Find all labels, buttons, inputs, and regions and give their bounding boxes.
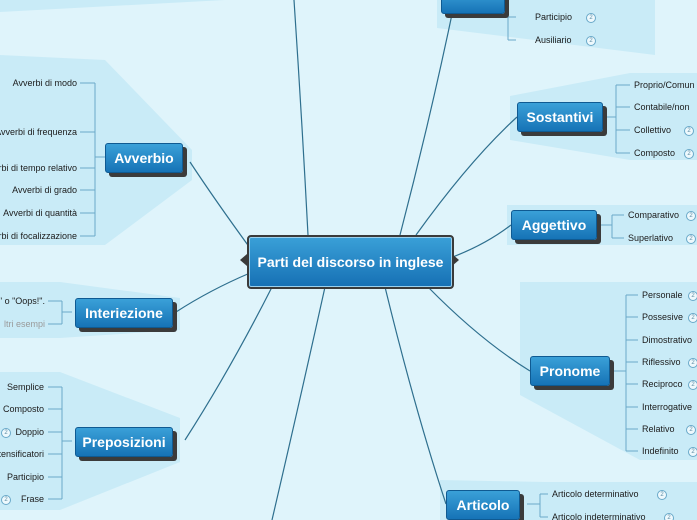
subtopic-relativo[interactable]: Relativo: [642, 424, 675, 434]
subtopic-indefinito[interactable]: Indefinito: [642, 446, 679, 456]
expand-badge-icon[interactable]: 2: [688, 380, 697, 390]
topic-articolo[interactable]: Articolo: [446, 490, 520, 520]
topic-avverbio[interactable]: Avverbio: [105, 143, 183, 173]
topic-preposizioni-label: Preposizioni: [82, 434, 166, 450]
subtopic-superlativo[interactable]: Superlativo: [628, 233, 674, 243]
subtopic-altri-esempi[interactable]: ltri esempi: [3, 319, 45, 329]
subtopic-avverbi-di-quantita[interactable]: Avverbi di quantità: [3, 208, 77, 218]
subtopic-collettivo[interactable]: Collettivo: [634, 125, 672, 135]
expand-badge-icon[interactable]: 2: [684, 149, 694, 159]
topic-avverbio-label: Avverbio: [114, 150, 174, 166]
subtopic-comparativo[interactable]: Comparativo: [628, 210, 680, 220]
subtopic-reciproco[interactable]: Reciproco: [642, 379, 683, 389]
subtopic-articolo-indeterminativo[interactable]: Articolo indeterminativo: [552, 512, 646, 520]
expand-badge-icon[interactable]: 2: [688, 358, 697, 368]
expand-badge-icon[interactable]: 2: [688, 313, 697, 323]
subtopic-composto-sostantivi[interactable]: Composto: [634, 148, 676, 158]
expand-badge-icon[interactable]: 2: [586, 36, 596, 46]
subtopic-participio-preposizioni[interactable]: Participio: [6, 472, 44, 482]
topic-sostantivi[interactable]: Sostantivi: [517, 102, 603, 132]
expand-badge-icon[interactable]: 2: [1, 495, 11, 505]
expand-badge-icon[interactable]: 2: [657, 490, 667, 500]
subtopic-personale[interactable]: Personale: [642, 290, 683, 300]
topic-preposizioni[interactable]: Preposizioni: [75, 427, 173, 457]
central-topic[interactable]: Parti del discorso in inglese: [247, 235, 454, 289]
subtopic-proprio-comune[interactable]: Proprio/Comun: [634, 80, 695, 90]
expand-badge-icon[interactable]: 2: [664, 513, 674, 520]
subtopic-avverbi-di-frequenza[interactable]: Avverbi di frequenza: [0, 127, 77, 137]
subtopic-intensificatori[interactable]: Intensificatori: [0, 449, 44, 459]
topic-sostantivi-label: Sostantivi: [526, 109, 594, 125]
subtopic-composto-preposizioni[interactable]: Composto: [2, 404, 44, 414]
expand-badge-icon[interactable]: 2: [688, 447, 697, 457]
topic-verbo[interactable]: [441, 0, 505, 14]
subtopic-oops-example[interactable]: " o "Oops!".: [0, 296, 45, 306]
topic-interiezione-label: Interiezione: [85, 305, 163, 321]
subtopic-avverbi-di-tempo-relativo[interactable]: Avverbi di tempo relativo: [0, 163, 77, 173]
subtopic-possesive[interactable]: Possesive: [642, 312, 684, 322]
subtopic-dimostrativo[interactable]: Dimostrativo: [642, 335, 693, 345]
subtopic-riflessivo[interactable]: Riflessivo: [642, 357, 681, 367]
expand-badge-icon[interactable]: 2: [686, 211, 696, 221]
subtopic-avverbi-di-focalizzazione[interactable]: Avverbi di focalizzazione: [0, 231, 77, 241]
topic-pronome[interactable]: Pronome: [530, 356, 610, 386]
subtopic-semplice[interactable]: Semplice: [6, 382, 44, 392]
subtopic-articolo-determinativo[interactable]: Articolo determinativo: [552, 489, 639, 499]
subtopic-frase[interactable]: Frase: [20, 494, 44, 504]
expand-badge-icon[interactable]: 2: [684, 126, 694, 136]
subtopic-ausiliario[interactable]: Ausiliario: [535, 35, 572, 45]
expand-badge-icon[interactable]: 2: [688, 291, 697, 301]
topic-articolo-label: Articolo: [456, 497, 510, 513]
subtopic-avverbi-di-grado[interactable]: Avverbi di grado: [12, 185, 77, 195]
topic-interiezione[interactable]: Interiezione: [75, 298, 173, 328]
topic-pronome-label: Pronome: [539, 363, 601, 379]
expand-badge-icon[interactable]: 2: [1, 428, 11, 438]
central-topic-label: Parti del discorso in inglese: [257, 254, 444, 270]
subtopic-interrogative[interactable]: Interrogative: [642, 402, 693, 412]
expand-badge-icon[interactable]: 2: [586, 13, 596, 23]
subtopic-doppio[interactable]: Doppio: [15, 427, 44, 437]
topic-aggettivo-label: Aggettivo: [521, 217, 587, 233]
expand-badge-icon[interactable]: 2: [686, 234, 696, 244]
subtopic-avverbi-di-modo[interactable]: Avverbi di modo: [12, 78, 77, 88]
subtopic-contabile[interactable]: Contabile/non: [634, 102, 690, 112]
expand-badge-icon[interactable]: 2: [686, 425, 696, 435]
topic-aggettivo[interactable]: Aggettivo: [511, 210, 597, 240]
collapse-left-marker[interactable]: [240, 254, 247, 266]
collapse-right-marker[interactable]: [452, 254, 459, 266]
subtopic-participio-verbo[interactable]: Participio: [535, 12, 573, 22]
